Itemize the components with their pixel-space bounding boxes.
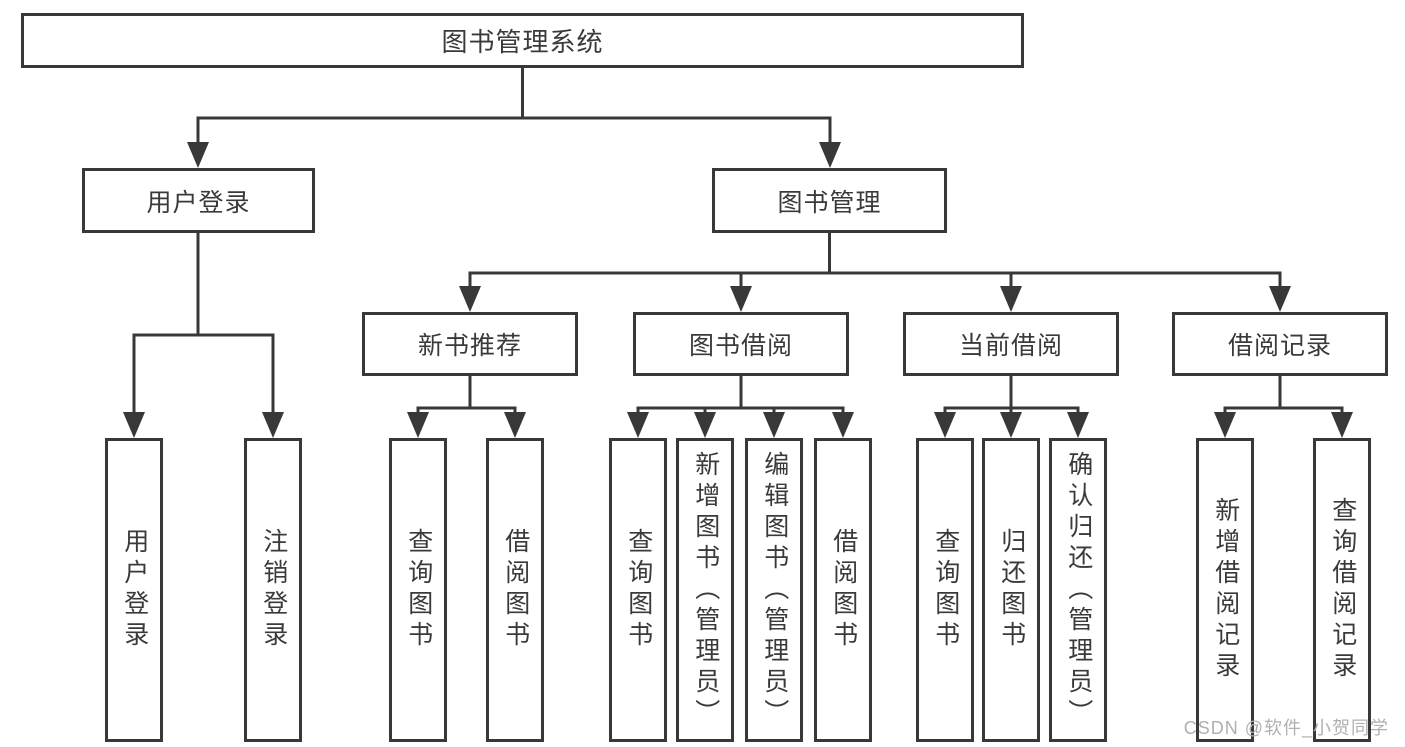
leaf-query-books: 查询图书 [389, 438, 447, 742]
leaf-add-books-admin: 新增图书（管理员） [676, 438, 734, 742]
node-label: 借阅图书 [501, 528, 530, 652]
node-borrowing-records: 借阅记录 [1172, 312, 1388, 376]
node-label: 用户登录 [146, 188, 251, 217]
connector-book-management-branch [468, 231, 1282, 292]
node-label: 借阅记录 [1227, 332, 1332, 360]
connector-borrowing-records-branch [1223, 374, 1344, 420]
connector-arrowheads [123, 142, 1353, 438]
leaf-borrow-books: 借阅图书 [486, 438, 544, 742]
node-label: 查询图书 [931, 528, 960, 652]
node-label: 查询借阅记录 [1328, 497, 1357, 683]
node-current-borrowing: 当前借阅 [903, 312, 1119, 376]
node-label: 新增借阅记录 [1211, 497, 1240, 683]
node-library-management-system: 图书管理系统 [21, 13, 1024, 68]
connector-root-to-level2 [196, 66, 832, 148]
node-label: 新书推荐 [417, 332, 522, 360]
node-label: 注销登录 [259, 528, 288, 652]
node-label: 图书管理 [777, 188, 882, 217]
leaf-query-books-current: 查询图书 [916, 438, 974, 742]
node-label: 新增图书（管理员） [691, 450, 720, 730]
leaf-add-borrow-record: 新增借阅记录 [1196, 438, 1254, 742]
leaf-borrow-books-borrowing: 借阅图书 [814, 438, 872, 742]
leaf-user-login: 用户登录 [105, 438, 163, 742]
node-label: 图书借阅 [688, 332, 793, 360]
node-book-management: 图书管理 [712, 168, 947, 233]
leaf-logout: 注销登录 [244, 438, 302, 742]
node-label: 确认归还（管理员） [1064, 450, 1093, 730]
node-label: 查询图书 [624, 528, 653, 652]
connector-book-borrowing-branch [636, 374, 845, 420]
node-label: 当前借阅 [958, 332, 1063, 360]
leaf-query-borrow-record: 查询借阅记录 [1313, 438, 1371, 742]
node-label: 借阅图书 [829, 528, 858, 652]
node-new-book-recommendation: 新书推荐 [362, 312, 578, 376]
node-book-borrowing: 图书借阅 [633, 312, 849, 376]
connector-user-login-branch [132, 231, 275, 418]
leaf-return-books: 归还图书 [982, 438, 1040, 742]
node-label: 图书管理系统 [441, 27, 604, 57]
leaf-confirm-return-admin: 确认归还（管理员） [1049, 438, 1107, 742]
leaf-query-books-borrowing: 查询图书 [609, 438, 667, 742]
node-label: 查询图书 [404, 528, 433, 652]
connector-new-book-branch [416, 374, 517, 420]
node-label: 用户登录 [120, 528, 149, 652]
csdn-watermark: CSDN @软件_小贺同学 [1183, 718, 1389, 738]
node-user-login: 用户登录 [82, 168, 315, 233]
node-label: 归还图书 [997, 528, 1026, 652]
node-label: 编辑图书（管理员） [760, 450, 789, 730]
connector-current-borrowing-branch [943, 374, 1080, 420]
leaf-edit-books-admin: 编辑图书（管理员） [745, 438, 803, 742]
